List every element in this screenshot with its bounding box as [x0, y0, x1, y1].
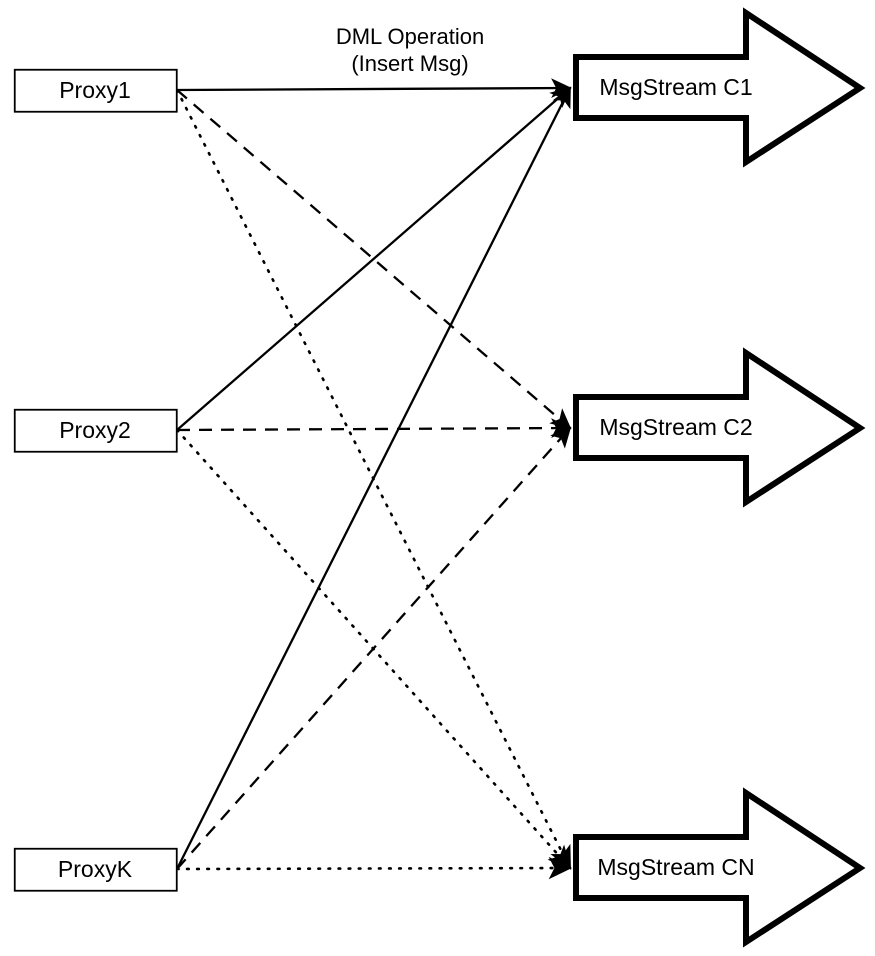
connection-proxy1-to-c1 [176, 78, 572, 98]
stream-arrow-c2[interactable] [573, 347, 866, 508]
proxy-box-proxy2[interactable] [13, 408, 178, 453]
proxy-boxes-group [13, 68, 178, 892]
connection-proxyk-to-c2 [176, 426, 572, 870]
connection-proxy2-to-c1 [176, 86, 572, 431]
connection-proxyk-to-c1 [175, 86, 572, 870]
connection-proxy2-to-c2 [176, 418, 572, 438]
proxy-box-proxyk[interactable] [13, 847, 178, 892]
proxy-box-proxy1[interactable] [13, 68, 178, 113]
stream-arrow-c1[interactable] [573, 7, 866, 168]
stream-arrows-group [573, 7, 866, 948]
stream-arrow-cn[interactable] [573, 787, 866, 948]
connections-group [175, 78, 573, 880]
connection-proxyk-to-cn [175, 856, 573, 880]
